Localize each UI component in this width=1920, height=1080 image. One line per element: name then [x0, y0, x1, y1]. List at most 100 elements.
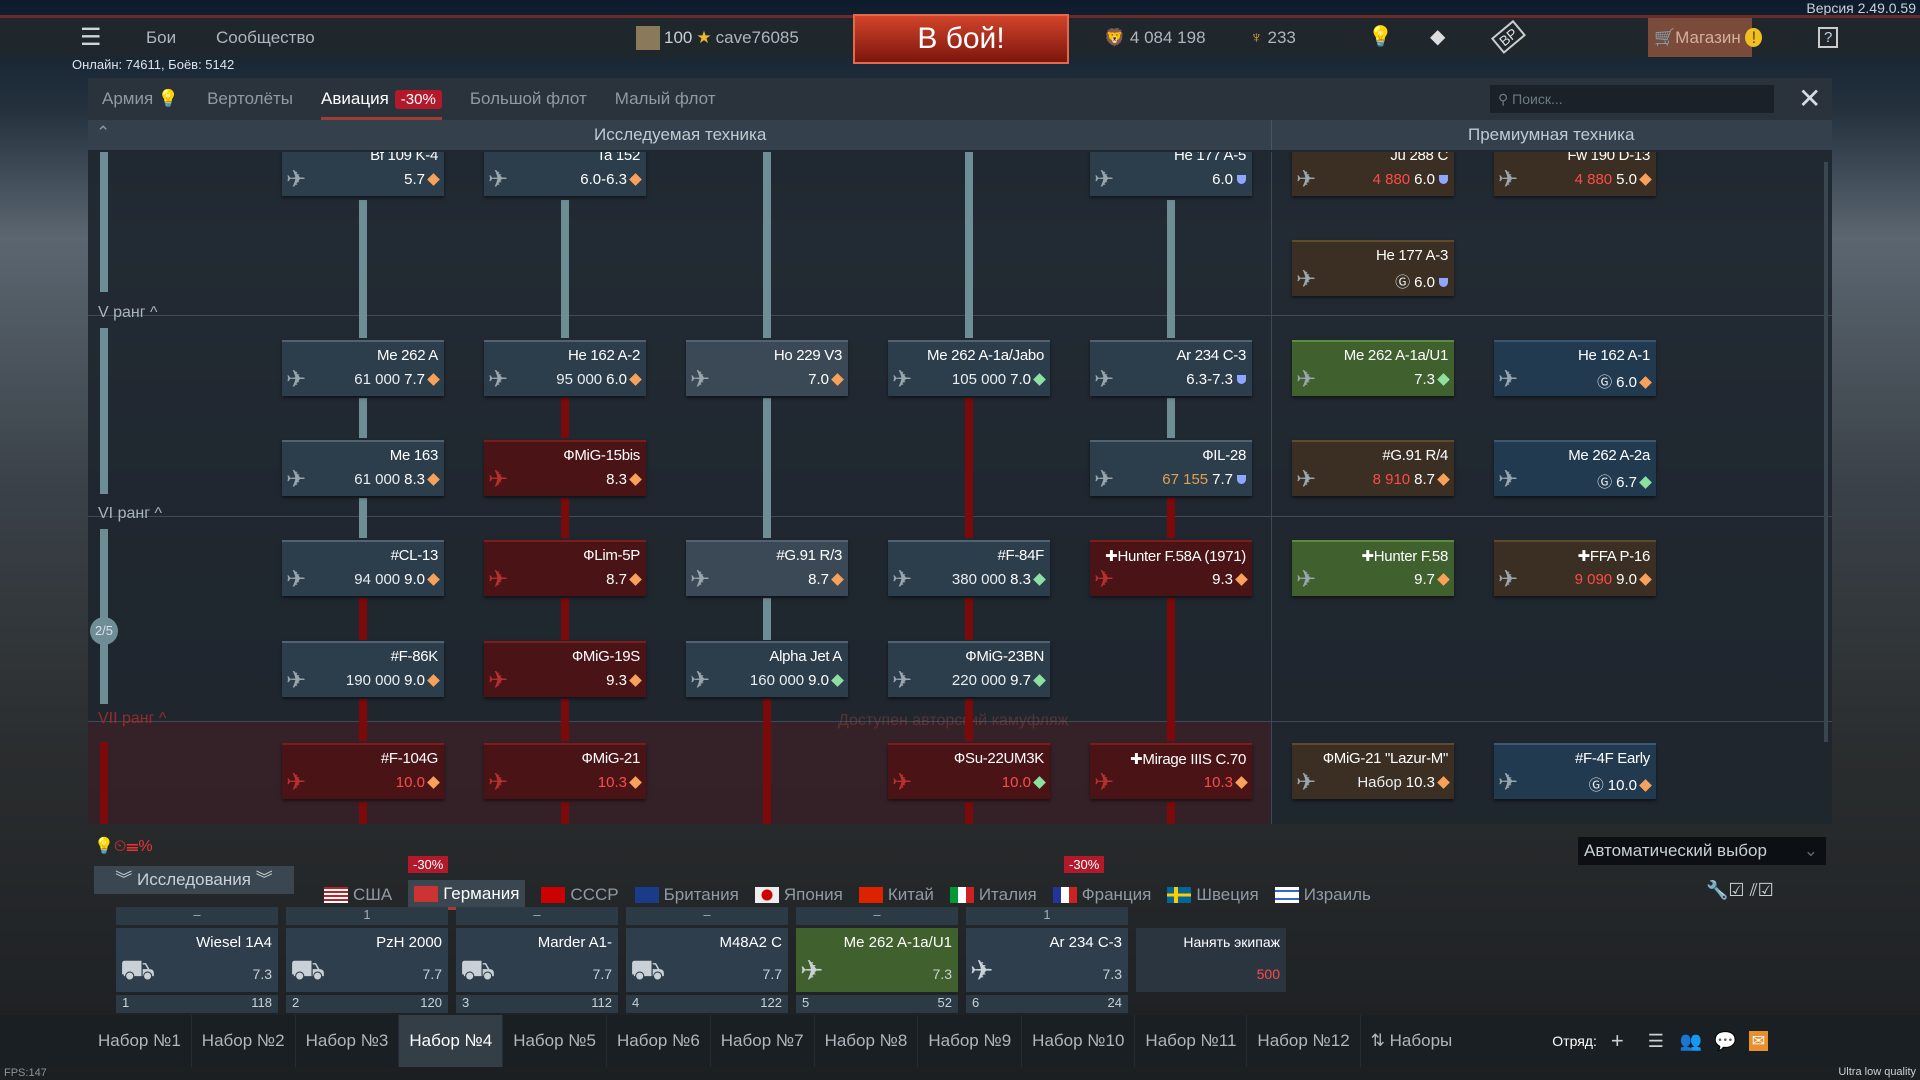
auto-select-dropdown[interactable]: Автоматический выбор⌄	[1578, 837, 1826, 865]
preset-tab[interactable]: Набор №1	[88, 1015, 192, 1067]
nation-ussr[interactable]: СССР	[541, 880, 619, 910]
nation-germany[interactable]: Германия	[408, 880, 526, 910]
menu-battles[interactable]: Бои	[146, 28, 177, 47]
shop-button[interactable]: 🛒Магазин !	[1648, 18, 1763, 57]
profile[interactable]: 100 ★ cave76085	[636, 18, 799, 57]
search-input[interactable]: ⚲ Поиск...	[1490, 85, 1774, 113]
auto-repair-checkbox[interactable]: ☑	[1728, 880, 1745, 900]
nation-sweden[interactable]: Швеция	[1167, 880, 1259, 910]
preset-tab[interactable]: Набор №10	[1022, 1015, 1136, 1067]
preset-tab[interactable]: Набор №9	[918, 1015, 1023, 1067]
collapse-icon[interactable]: ⌃	[96, 123, 111, 142]
preset-tab[interactable]: Набор №3	[296, 1015, 400, 1067]
wrench-icon[interactable]: 🔧	[1706, 880, 1729, 900]
rank-vii-label[interactable]: VII ранг ^	[98, 710, 167, 727]
diamond-icon[interactable]: ◆	[1430, 26, 1446, 48]
preset-tab[interactable]: Набор №4	[399, 1015, 504, 1067]
vehicle-card[interactable]: ✈✚Hunter F.58A (1971)9.3	[1090, 540, 1252, 596]
nation-israel[interactable]: Израиль	[1274, 880, 1371, 910]
silver-lions[interactable]: 🦁 4 084 198	[1104, 18, 1206, 57]
tab-army[interactable]: Армия 💡	[102, 78, 179, 120]
preset-tab[interactable]: Набор №8	[815, 1015, 919, 1067]
preset-tab[interactable]: Набор №12	[1247, 1015, 1361, 1067]
tree-viewport[interactable]: V ранг ^ VI ранг ^ VII ранг ^ Доступен а…	[88, 152, 1832, 824]
nation-japan[interactable]: Япония	[754, 880, 843, 910]
preset-tab[interactable]: Набор №7	[711, 1015, 815, 1067]
preset-tab[interactable]: Набор №5	[503, 1015, 607, 1067]
contacts-icon[interactable]: 👥	[1679, 1030, 1703, 1051]
scrollbar[interactable]	[1824, 162, 1828, 742]
golden-eagles[interactable]: ♆ 233	[1250, 18, 1296, 57]
nation-usa[interactable]: США	[324, 880, 392, 910]
lightbulb-icon[interactable]: 💡	[1368, 26, 1393, 48]
add-squad-icon[interactable]: +	[1610, 1028, 1624, 1053]
rank-v-label[interactable]: V ранг ^	[98, 304, 158, 321]
tab-bluewater-fleet[interactable]: Большой флот	[469, 89, 587, 108]
preset-tab[interactable]: Набор №2	[192, 1015, 296, 1067]
mail-icon[interactable]: ✉	[1748, 1031, 1769, 1051]
presets-button[interactable]: ⇅ Наборы	[1361, 1015, 1463, 1067]
research-button[interactable]: ︾ Исследования ︾	[94, 866, 294, 894]
close-button[interactable]: ✕	[1798, 83, 1822, 114]
to-battle-button[interactable]: В бой!	[853, 14, 1069, 64]
nation-italy[interactable]: Италия	[949, 880, 1037, 910]
menu-community[interactable]: Сообщество	[216, 28, 315, 47]
nation-britain[interactable]: Британия	[634, 880, 739, 910]
tab-helicopters[interactable]: Вертолёты	[207, 89, 294, 108]
menu-icon[interactable]: ☰	[80, 24, 102, 51]
nation-france[interactable]: Франция	[1052, 880, 1151, 910]
preset-tab[interactable]: Набор №11	[1135, 1015, 1248, 1067]
event-icons[interactable]: 💡⏲☰%	[94, 836, 153, 856]
tab-coastal-fleet[interactable]: Малый флот	[614, 89, 716, 108]
nation-china[interactable]: Китай	[858, 880, 934, 910]
help-button[interactable]: ?	[1818, 18, 1839, 57]
ammo-icon[interactable]: ⫽	[1749, 880, 1758, 900]
list-icon[interactable]: ☰	[1647, 1030, 1664, 1051]
preset-tab[interactable]: Набор №6	[607, 1015, 711, 1067]
rank-vi-label[interactable]: VI ранг ^	[98, 505, 162, 522]
auto-refill-checkbox[interactable]: ☑	[1757, 880, 1774, 900]
chat-icon[interactable]: 💬	[1714, 1030, 1737, 1051]
